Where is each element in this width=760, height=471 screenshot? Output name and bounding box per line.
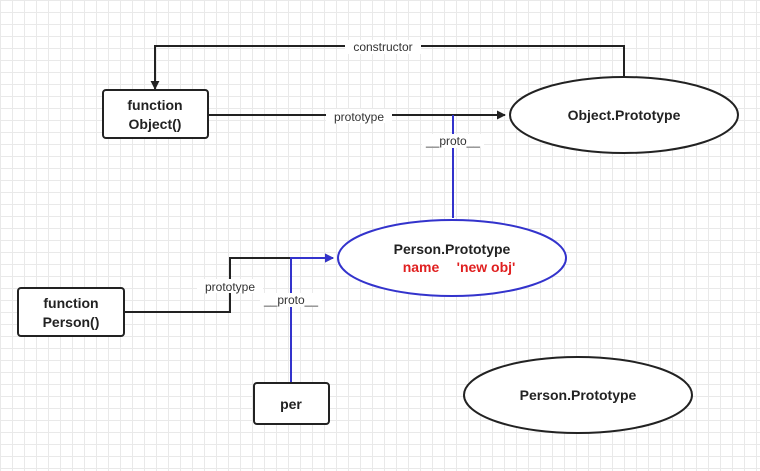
property-name: name	[403, 259, 440, 275]
svg-text:function: function	[43, 295, 98, 311]
edge-label-constructor: constructor	[353, 40, 412, 54]
svg-text:per: per	[280, 396, 302, 412]
svg-text:Person.Prototype: Person.Prototype	[394, 241, 511, 257]
svg-text:Object(): Object()	[129, 116, 182, 132]
edge-label-proto-per-to-person: __proto__	[263, 293, 318, 307]
edge-proto-per-to-person	[290, 253, 334, 382]
edge-label-person-prototype: prototype	[205, 280, 255, 294]
node-function-object[interactable]: function Object()	[102, 89, 209, 139]
node-person-prototype-2[interactable]: Person.Prototype	[463, 356, 693, 434]
svg-text:Person.Prototype: Person.Prototype	[520, 387, 637, 403]
property-value: 'new obj'	[457, 259, 516, 275]
edge-label-object-prototype: prototype	[334, 110, 384, 124]
svg-text:Object.Prototype: Object.Prototype	[568, 107, 681, 123]
node-per[interactable]: per	[253, 382, 330, 425]
edge-label-proto-person-to-object: __proto__	[425, 134, 480, 148]
node-person-prototype[interactable]: Person.Prototype name 'new obj'	[337, 219, 567, 297]
node-object-prototype[interactable]: Object.Prototype	[509, 76, 739, 154]
svg-text:Person(): Person()	[43, 314, 100, 330]
svg-text:function: function	[127, 97, 182, 113]
node-function-person[interactable]: function Person()	[17, 287, 125, 337]
